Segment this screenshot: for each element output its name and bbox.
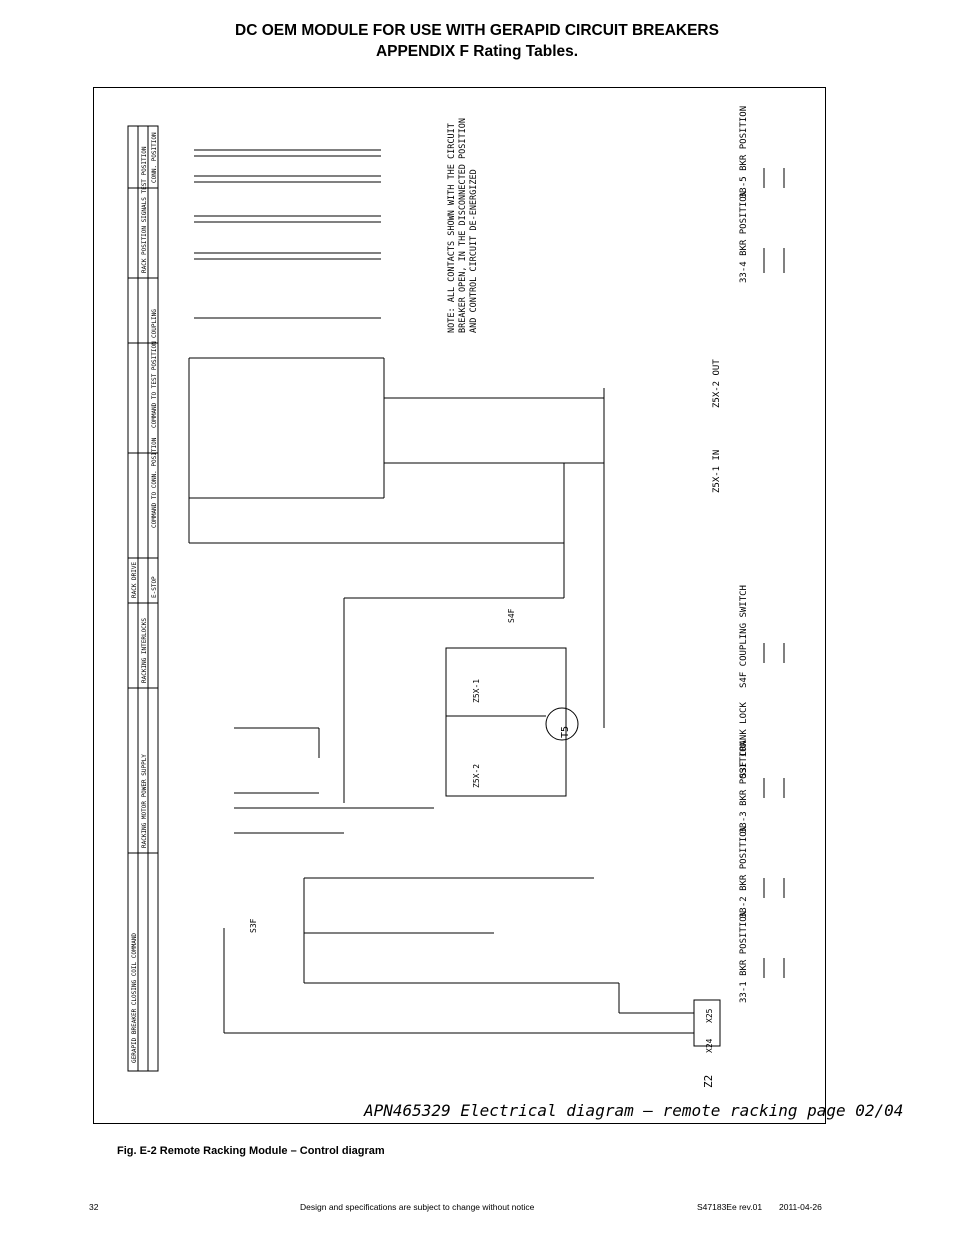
section-label-estop: E-STOP [151,576,158,598]
section-label-coupling: COUPLING [151,309,158,338]
electrical-diagram: NOTE: ALL CONTACTS SHOWN WITH THE CIRCUI… [93,87,903,1124]
terminal-label-t5: T5 [560,726,571,738]
section-label-conn: COMMAND TO CONN. POSITION [151,437,158,528]
document-code: S47183Ee rev.01 [697,1202,763,1212]
section-label-interlocks: RACKING INTERLOCKS [141,618,148,683]
section-label-test: COMMAND TO TEST POSITION [151,341,158,428]
contact-label-z5x-1: Z5X-1 IN [712,450,722,493]
terminal-label-s4f: S4F [507,608,516,623]
terminal-label-z5x-2: Z5X-2 [472,764,481,788]
section-label-closing: GERAPID BREAKER CLOSING COIL COMMAND [131,933,138,1063]
diagram-footer-label: APN465329 Electrical diagram – remote ra… [363,1101,903,1120]
section-label-rack-signals: RACK POSITION SIGNALS TEST POSITION [141,146,148,273]
motor-symbol [545,707,579,741]
page-title-line1: DC OEM MODULE FOR USE WITH GERAPID CIRCU… [235,22,719,39]
terminal-label-s3f: S3F [249,918,258,933]
page-title-line2: APPENDIX F Rating Tables. [375,43,579,60]
section-label-conn-pos: CONN. POSITION [151,132,158,183]
figure-caption: Fig. E-2 Remote Racking Module – Control… [117,1145,385,1157]
diagram-drawing: NOTE: ALL CONTACTS SHOWN WITH THE CIRCUI… [127,106,903,1120]
terminal-label-x24: X24 [705,1038,714,1053]
footer-notice: Design and specifications are subject to… [300,1202,535,1212]
terminal-box-z2 [693,999,721,1047]
contact-label-33-1: 33-1 BKR POSITION [739,911,749,1003]
terminal-label-x25: X25 [705,1008,714,1023]
document-date: 2011-04-26 [779,1202,822,1212]
contact-label-33-3: 33-3 BKR POSITION [739,741,749,833]
note-line-2: BREAKER OPEN, IN THE DISCONNECTED POSITI… [458,118,468,333]
note-line-1: NOTE: ALL CONTACTS SHOWN WITH THE CIRCUI… [447,123,457,333]
contact-label-z5x-2: Z5X-2 OUT [712,359,722,408]
note-line-3: AND CONTROL CIRCUIT DE-ENERGIZED [469,169,479,333]
section-table [127,125,159,1072]
contact-label-s3f: S3F CRANK LOCK [739,702,749,778]
contact-label-33-2: 33-2 BKR POSITION [739,826,749,918]
section-label-rack-drive: RACK DRIVE [131,561,138,598]
contact-label-33-4: 33-4 BKR POSITION [739,191,749,283]
terminal-label-z5x-1: Z5X-1 [472,679,481,703]
terminal-label-z2: Z2 [702,1075,715,1088]
contact-label-s4f: S4F COUPLING SWITCH [739,585,749,688]
contact-label-33-5: 33-5 BKR POSITION [739,106,749,198]
section-label-power: RACKING MOTOR POWER SUPPLY [141,754,148,848]
page-number: 32 [89,1202,99,1212]
